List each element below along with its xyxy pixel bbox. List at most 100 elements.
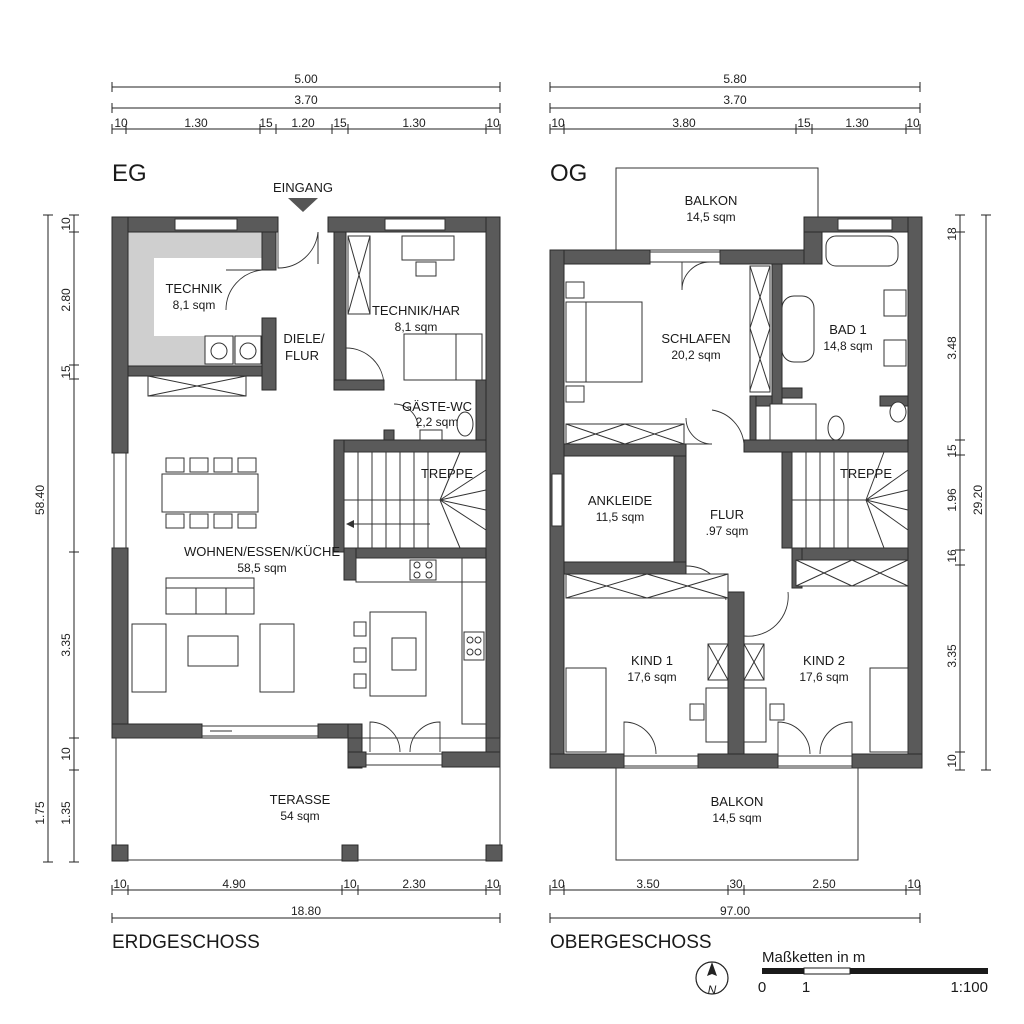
room-area-bad: 14,8 sqm: [823, 339, 872, 353]
og-dim-bottom-total: 97.00: [720, 904, 750, 918]
eg-dim-bottom-total: 18.80: [291, 904, 321, 918]
room-area-technik: 8,1 sqm: [173, 298, 216, 312]
toilet-icon: [889, 401, 907, 423]
eg-left-dimension-chains: 58.40 10 2.80 15 3.35 10 1.75 1.35: [33, 214, 79, 863]
scale-bar-segment: [762, 968, 804, 974]
og-dim-bottom-seg: 30: [729, 877, 743, 891]
window: [837, 218, 893, 231]
door: [623, 721, 657, 755]
eg-dim-bottom-seg: 2.30: [402, 877, 426, 891]
room-area-kind1: 17,6 sqm: [627, 670, 676, 684]
og-top-dimension-chains: 5.80 3.70 10 3.80 15 1.30 10: [549, 72, 921, 134]
og-dim-v-seg: 18: [945, 227, 959, 241]
eg-bottom-dimension-chains: 10 4.90 10 2.30 10 18.80: [111, 877, 501, 923]
eg-staircase: [343, 451, 487, 549]
scale-bar-segment: [896, 968, 988, 974]
window: [649, 251, 721, 263]
og-dim-v-seg: 16: [945, 549, 959, 563]
chair-icon: [689, 703, 705, 721]
eg-floor-title: ERDGESCHOSS: [112, 932, 260, 953]
og-dim-v-seg: 3.35: [945, 644, 959, 668]
legend: N Maßketten in m 0 1 1:100: [695, 949, 988, 997]
eg-dim-seg: 1.30: [402, 116, 426, 130]
og-balcony-top-outline: [615, 167, 819, 251]
bed-icon: [565, 667, 607, 753]
desk-icon: [705, 687, 729, 743]
wardrobe-icon: [565, 423, 685, 445]
sink-icon: [883, 289, 907, 317]
entrance-arrow-icon: [288, 198, 318, 212]
chair-icon: [415, 261, 437, 277]
og-dim-v-seg: 1.96: [945, 488, 959, 512]
washing-machine-icon: [204, 335, 234, 365]
sink-icon: [883, 339, 907, 367]
window: [113, 452, 127, 549]
balcony-door: [681, 261, 711, 291]
room-area-balkon-bottom: 14,5 sqm: [712, 811, 761, 825]
window: [777, 755, 853, 767]
coffee-table-icon: [187, 635, 239, 667]
og-plan: BALKON 14,5 sqm SCHLAFEN 20,2 sqm BAD 1 …: [549, 167, 923, 861]
eg-dim-v-seg: 10: [59, 747, 73, 761]
door: [225, 269, 263, 311]
room-area-schlafen: 20,2 sqm: [671, 348, 720, 362]
room-label-schlafen: SCHLAFEN: [661, 331, 730, 346]
sink-icon: [419, 429, 443, 441]
eg-dim-seg: 1.30: [184, 116, 208, 130]
og-dim-seg: 1.30: [845, 116, 869, 130]
eg-dim-seg: 10: [486, 116, 500, 130]
room-area-ankleide: 11,5 sqm: [596, 510, 644, 524]
room-label-balkon-bottom: BALKON: [711, 794, 764, 809]
og-dim-v-seg: 3.48: [945, 336, 959, 360]
bed-icon: [869, 667, 909, 753]
room-label-flur: FLUR: [710, 507, 744, 522]
door: [711, 409, 745, 445]
og-floor-title: OBERGESCHOSS: [550, 932, 712, 953]
door: [743, 591, 789, 637]
sofa-icon: [165, 577, 255, 615]
window: [551, 473, 563, 527]
room-area-balkon-top: 14,5 sqm: [686, 210, 735, 224]
kitchen-island-icon: [369, 611, 427, 697]
og-bottom-dimension-chains: 10 3.50 30 2.50 10 97.00: [549, 877, 921, 923]
window: [623, 755, 699, 767]
room-label-gaeste-wc: GÄSTE-WC: [402, 399, 472, 414]
og-dim-seg: 3.80: [672, 116, 696, 130]
eg-plan: EINGANG: [111, 180, 503, 862]
room-area-gaeste-wc: 2,2 sqm: [416, 415, 459, 429]
room-label-technik: TECHNIK: [165, 281, 222, 296]
cooktop-icon: [409, 559, 437, 581]
og-dim-bottom-seg: 2.50: [812, 877, 836, 891]
cooktop-icon: [463, 631, 485, 661]
armchair-icon: [259, 623, 295, 693]
sliding-door: [201, 725, 319, 737]
eg-dim-v-seg: 2.80: [59, 288, 73, 312]
armchair-icon: [131, 623, 167, 693]
room-label-ankleide: ANKLEIDE: [588, 493, 653, 508]
scale-units-label: Maßketten in m: [762, 949, 865, 966]
og-dim-total: 5.80: [723, 72, 747, 86]
eg-dim-total: 5.00: [294, 72, 318, 86]
eg-dim-bottom-seg: 10: [486, 877, 500, 891]
shower-icon: [769, 403, 817, 441]
scale-start-label: 0: [758, 979, 766, 996]
eg-dim-bottom-seg: 4.90: [222, 877, 246, 891]
room-area-wohnen: 58,5 sqm: [237, 561, 286, 575]
door: [819, 721, 853, 755]
room-label-balkon-top: BALKON: [685, 193, 738, 208]
eg-dim-v-seg: 15: [59, 365, 73, 379]
desk-icon: [743, 687, 767, 743]
kitchen-counter-icon: [355, 557, 463, 583]
room-label-treppe-og: TREPPE: [840, 466, 892, 481]
room-label-kind2: KIND 2: [803, 653, 845, 668]
room-label-bad: BAD 1: [829, 322, 867, 337]
wardrobe-icon: [795, 559, 909, 587]
og-dim-seg: 15: [797, 116, 811, 130]
wardrobe-icon: [565, 573, 729, 599]
scale-bar-segment: [850, 968, 896, 974]
eg-dim-v-seg: 10: [59, 217, 73, 231]
window: [384, 218, 446, 231]
eg-dim-terrace-outer: 1.75: [33, 801, 47, 825]
og-dim-bottom-seg: 10: [551, 877, 565, 891]
